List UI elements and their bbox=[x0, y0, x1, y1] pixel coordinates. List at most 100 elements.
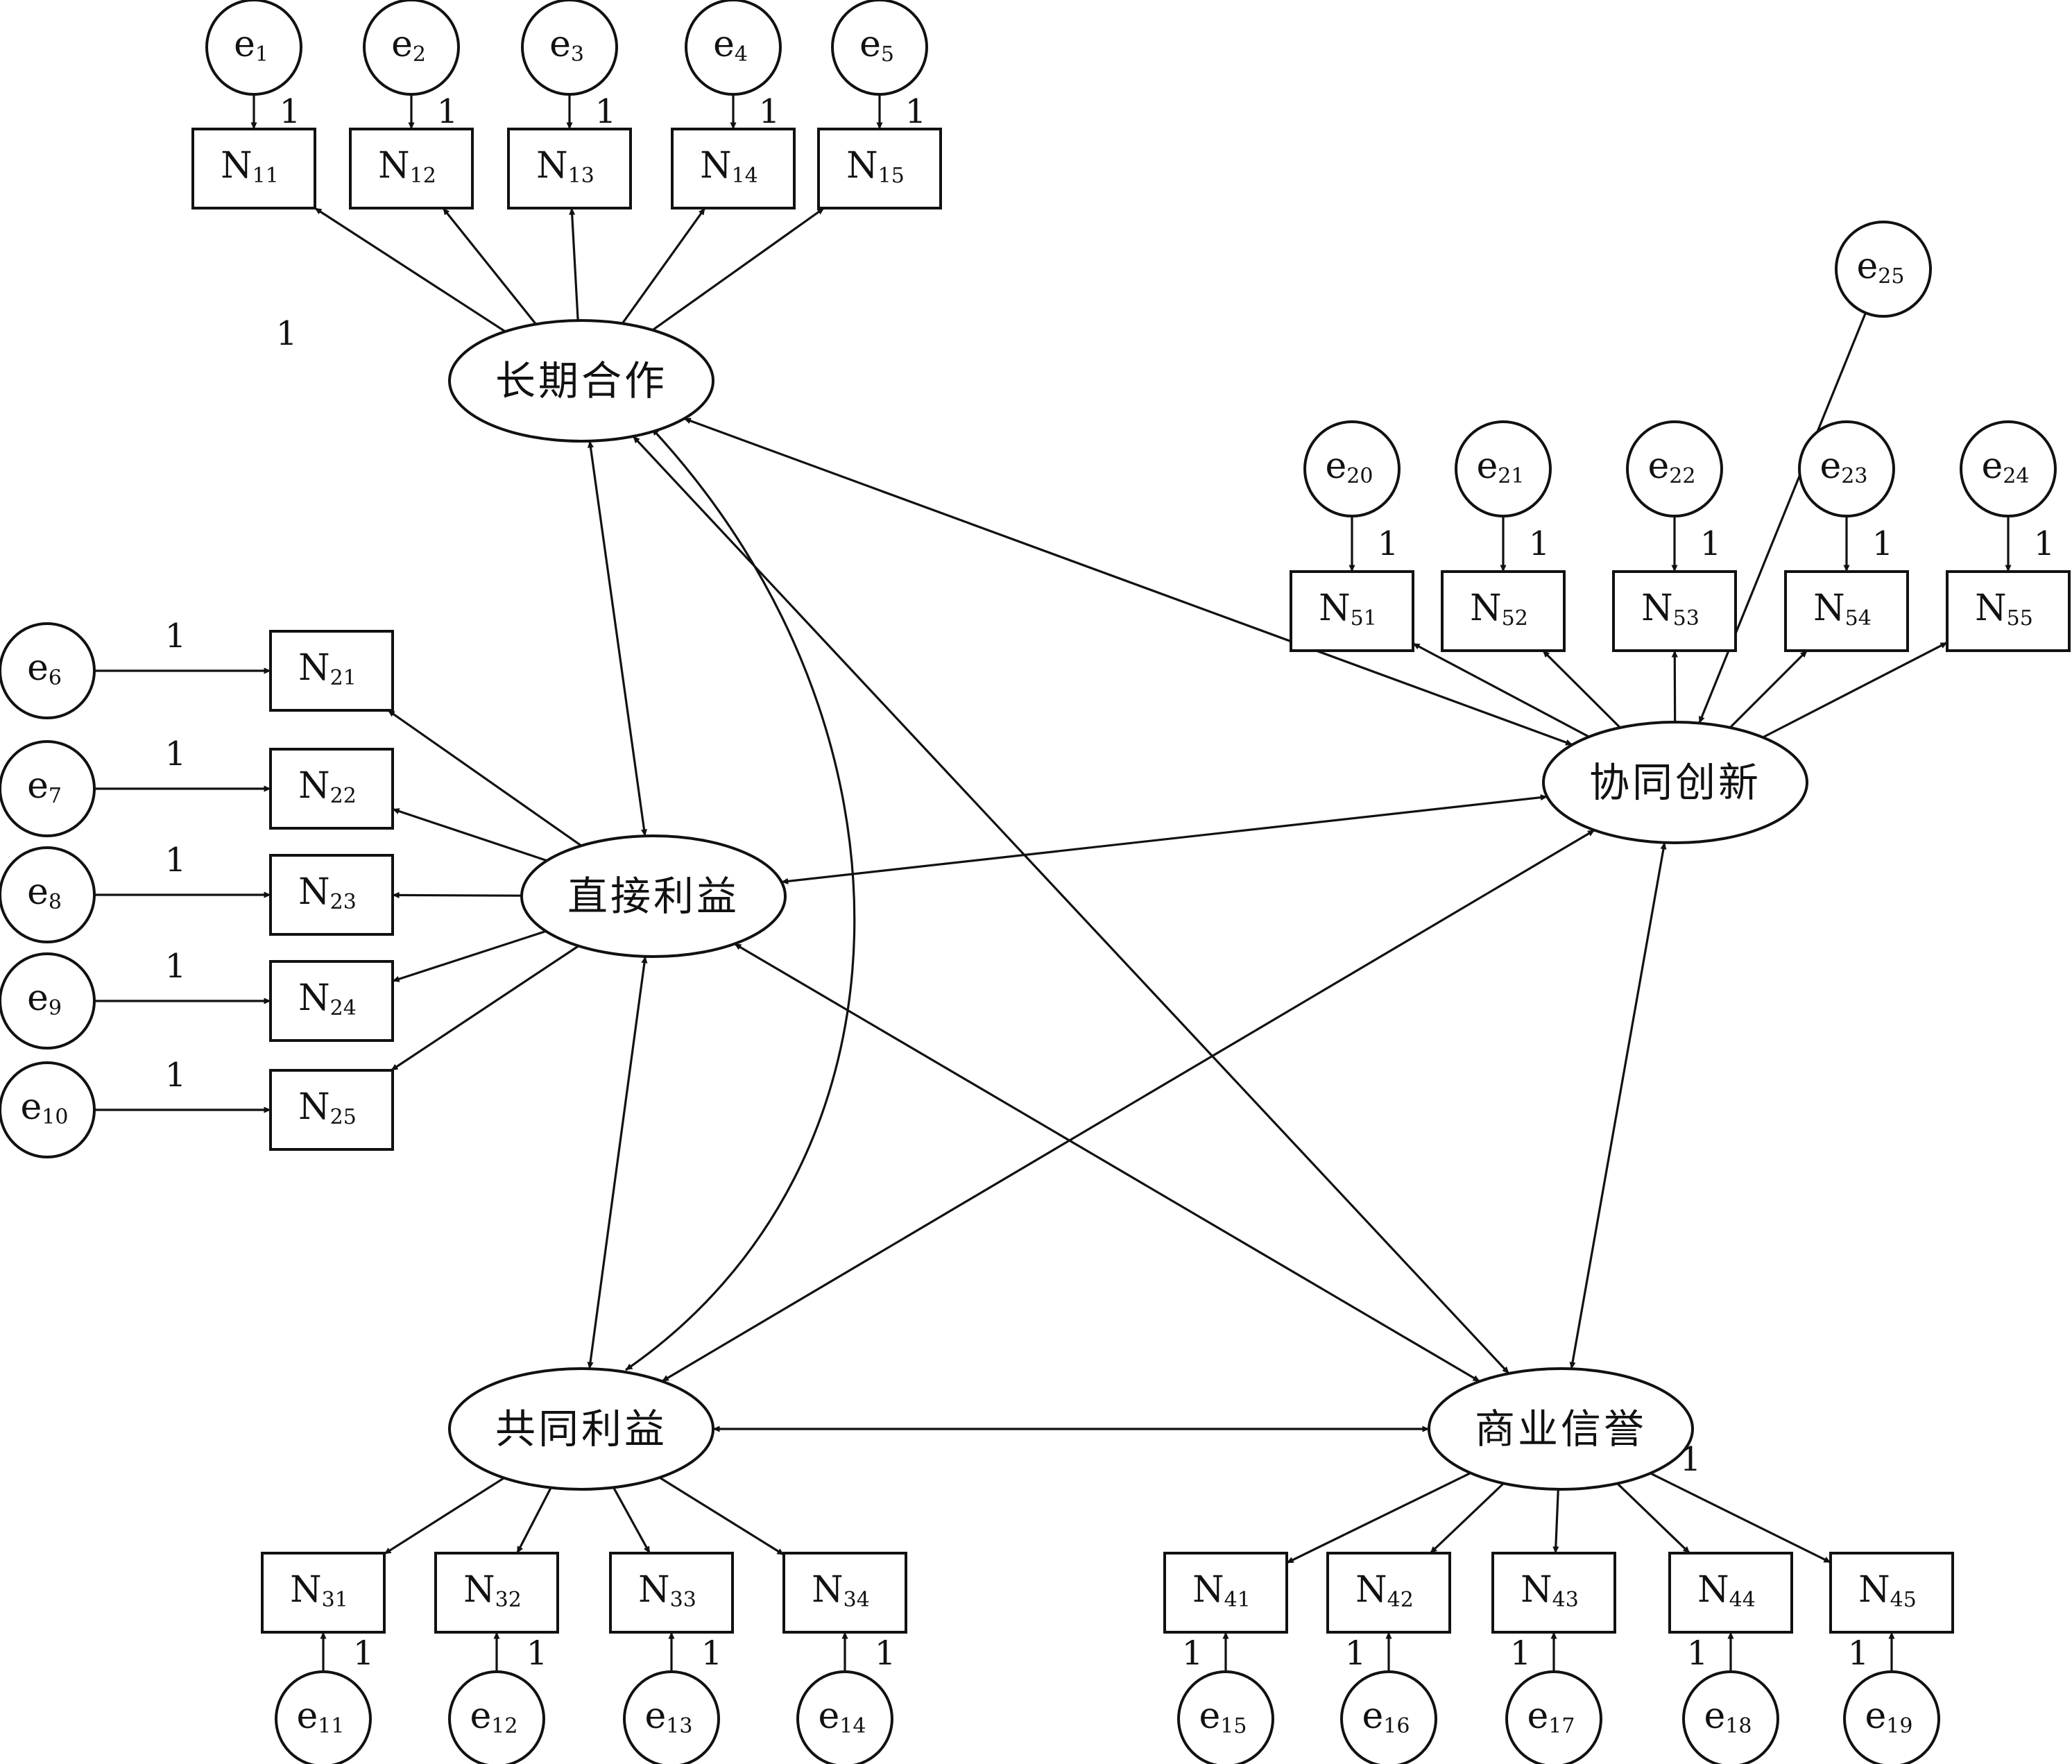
error-term-e22: e22 bbox=[1626, 420, 1723, 517]
indicator-box bbox=[1491, 1552, 1616, 1634]
node-label: N25 bbox=[298, 1086, 357, 1129]
error-term-e6: e6 bbox=[0, 622, 96, 719]
indicator-box bbox=[269, 1069, 394, 1151]
error-circle bbox=[796, 1670, 893, 1764]
indicator-N42: N42 bbox=[1326, 1552, 1451, 1634]
error-term-e24: e24 bbox=[1960, 420, 2057, 517]
fixed-path-label: 1 bbox=[165, 1056, 187, 1095]
indicator-box bbox=[1441, 570, 1566, 652]
latent-factor-L5: 协同创新 bbox=[1542, 721, 1808, 844]
latent-ellipse bbox=[1428, 1367, 1694, 1491]
error-term-e21: e21 bbox=[1455, 420, 1552, 517]
indicator-box bbox=[1668, 1552, 1793, 1634]
node-label: N51 bbox=[1319, 588, 1377, 631]
error-term-e23: e23 bbox=[1798, 420, 1895, 517]
indicator-N31: N31 bbox=[261, 1552, 386, 1634]
node-label: N14 bbox=[700, 145, 758, 188]
node-label: N53 bbox=[1641, 588, 1699, 631]
covariance-L2-L5 bbox=[781, 794, 1548, 884]
latent-label: 共同利益 bbox=[495, 1405, 667, 1453]
indicator-box bbox=[349, 128, 474, 209]
fixed-loading-label: 1 bbox=[276, 314, 298, 353]
node-label: e8 bbox=[27, 871, 62, 914]
error-circle bbox=[0, 1061, 96, 1158]
node-label: e5 bbox=[859, 24, 894, 67]
node-label: N55 bbox=[1975, 588, 2033, 631]
indicator-N43: N43 bbox=[1491, 1552, 1616, 1634]
indicator-box bbox=[1326, 1552, 1451, 1634]
latent-label: 商业信誉 bbox=[1475, 1405, 1647, 1453]
fixed-path-label: 1 bbox=[526, 1634, 548, 1673]
error-term-e20: e20 bbox=[1303, 420, 1401, 517]
fixed-path-label: 1 bbox=[165, 617, 187, 656]
disturbance-arrow-e25 bbox=[1698, 312, 1867, 724]
loading-arrow-N55 bbox=[1762, 641, 1948, 739]
indicator-box bbox=[1946, 570, 2071, 652]
node-label: e3 bbox=[549, 24, 584, 67]
indicator-N22: N22 bbox=[269, 748, 394, 830]
node-label: N45 bbox=[1858, 1569, 1917, 1612]
indicator-box bbox=[1290, 570, 1414, 652]
latent-ellipse bbox=[520, 834, 787, 958]
latent-factor-L3: 共同利益 bbox=[448, 1367, 714, 1491]
indicator-box bbox=[817, 128, 942, 209]
latent-label: 直接利益 bbox=[567, 873, 739, 920]
error-circle bbox=[1843, 1670, 1940, 1764]
loading-arrow-N23 bbox=[392, 891, 522, 899]
loading-arrow-N22 bbox=[392, 807, 548, 862]
latent-label: 协同创新 bbox=[1589, 759, 1761, 806]
error-circle bbox=[1177, 1670, 1274, 1764]
error-circle bbox=[831, 0, 928, 96]
indicator-N25: N25 bbox=[269, 1069, 394, 1151]
indicator-box bbox=[1163, 1552, 1288, 1634]
node-label: e22 bbox=[1648, 445, 1696, 488]
node-label: N33 bbox=[638, 1569, 696, 1612]
indicator-N12: N12 bbox=[349, 128, 474, 209]
node-label: e10 bbox=[21, 1086, 69, 1129]
loading-arrow-N13 bbox=[569, 207, 579, 321]
loading-arrow-N43 bbox=[1552, 1489, 1559, 1554]
loading-arrow-N41 bbox=[1286, 1472, 1471, 1564]
node-label: e13 bbox=[645, 1695, 693, 1738]
error-term-e12: e12 bbox=[448, 1670, 545, 1764]
node-label: N11 bbox=[221, 145, 279, 188]
fixed-path-label: 1 bbox=[905, 92, 927, 131]
covariance-L3-L5 bbox=[661, 829, 1595, 1382]
node-label: e21 bbox=[1477, 445, 1525, 488]
fixed-path-label: 1 bbox=[1848, 1634, 1869, 1673]
error-circle bbox=[205, 0, 302, 96]
loading-arrow-N42 bbox=[1429, 1482, 1505, 1555]
indicator-box bbox=[269, 630, 394, 712]
error-term-e9: e9 bbox=[0, 952, 96, 1050]
indicator-box bbox=[434, 1552, 559, 1634]
node-label: N22 bbox=[298, 765, 357, 808]
latent-ellipse bbox=[1542, 721, 1808, 844]
error-term-e2: e2 bbox=[363, 0, 460, 96]
error-term-e7: e7 bbox=[0, 740, 96, 837]
error-term-e25: e25 bbox=[1835, 221, 1932, 318]
indicator-N24: N24 bbox=[269, 960, 394, 1042]
covariance-L1-L2 bbox=[587, 440, 648, 837]
node-label: N21 bbox=[298, 647, 357, 690]
error-circle bbox=[1626, 420, 1723, 517]
loading-arrow-N24 bbox=[392, 930, 547, 982]
node-label: N12 bbox=[378, 145, 436, 188]
error-term-e18: e18 bbox=[1682, 1670, 1779, 1764]
node-label: e12 bbox=[470, 1695, 518, 1738]
error-term-e11: e11 bbox=[275, 1670, 372, 1764]
fixed-path-label: 1 bbox=[595, 92, 617, 131]
indicator-box bbox=[1784, 570, 1909, 652]
loading-arrow-N31 bbox=[384, 1477, 505, 1555]
error-circle bbox=[623, 1670, 720, 1764]
covariance-L2-L3 bbox=[587, 956, 648, 1369]
loading-arrow-N51 bbox=[1412, 642, 1590, 738]
node-label: N32 bbox=[463, 1569, 522, 1612]
error-circle bbox=[1835, 221, 1932, 318]
indicator-N23: N23 bbox=[269, 854, 394, 936]
node-label: N42 bbox=[1355, 1569, 1414, 1612]
error-circle bbox=[0, 846, 96, 943]
error-circle bbox=[1340, 1670, 1437, 1764]
error-circle bbox=[363, 0, 460, 96]
